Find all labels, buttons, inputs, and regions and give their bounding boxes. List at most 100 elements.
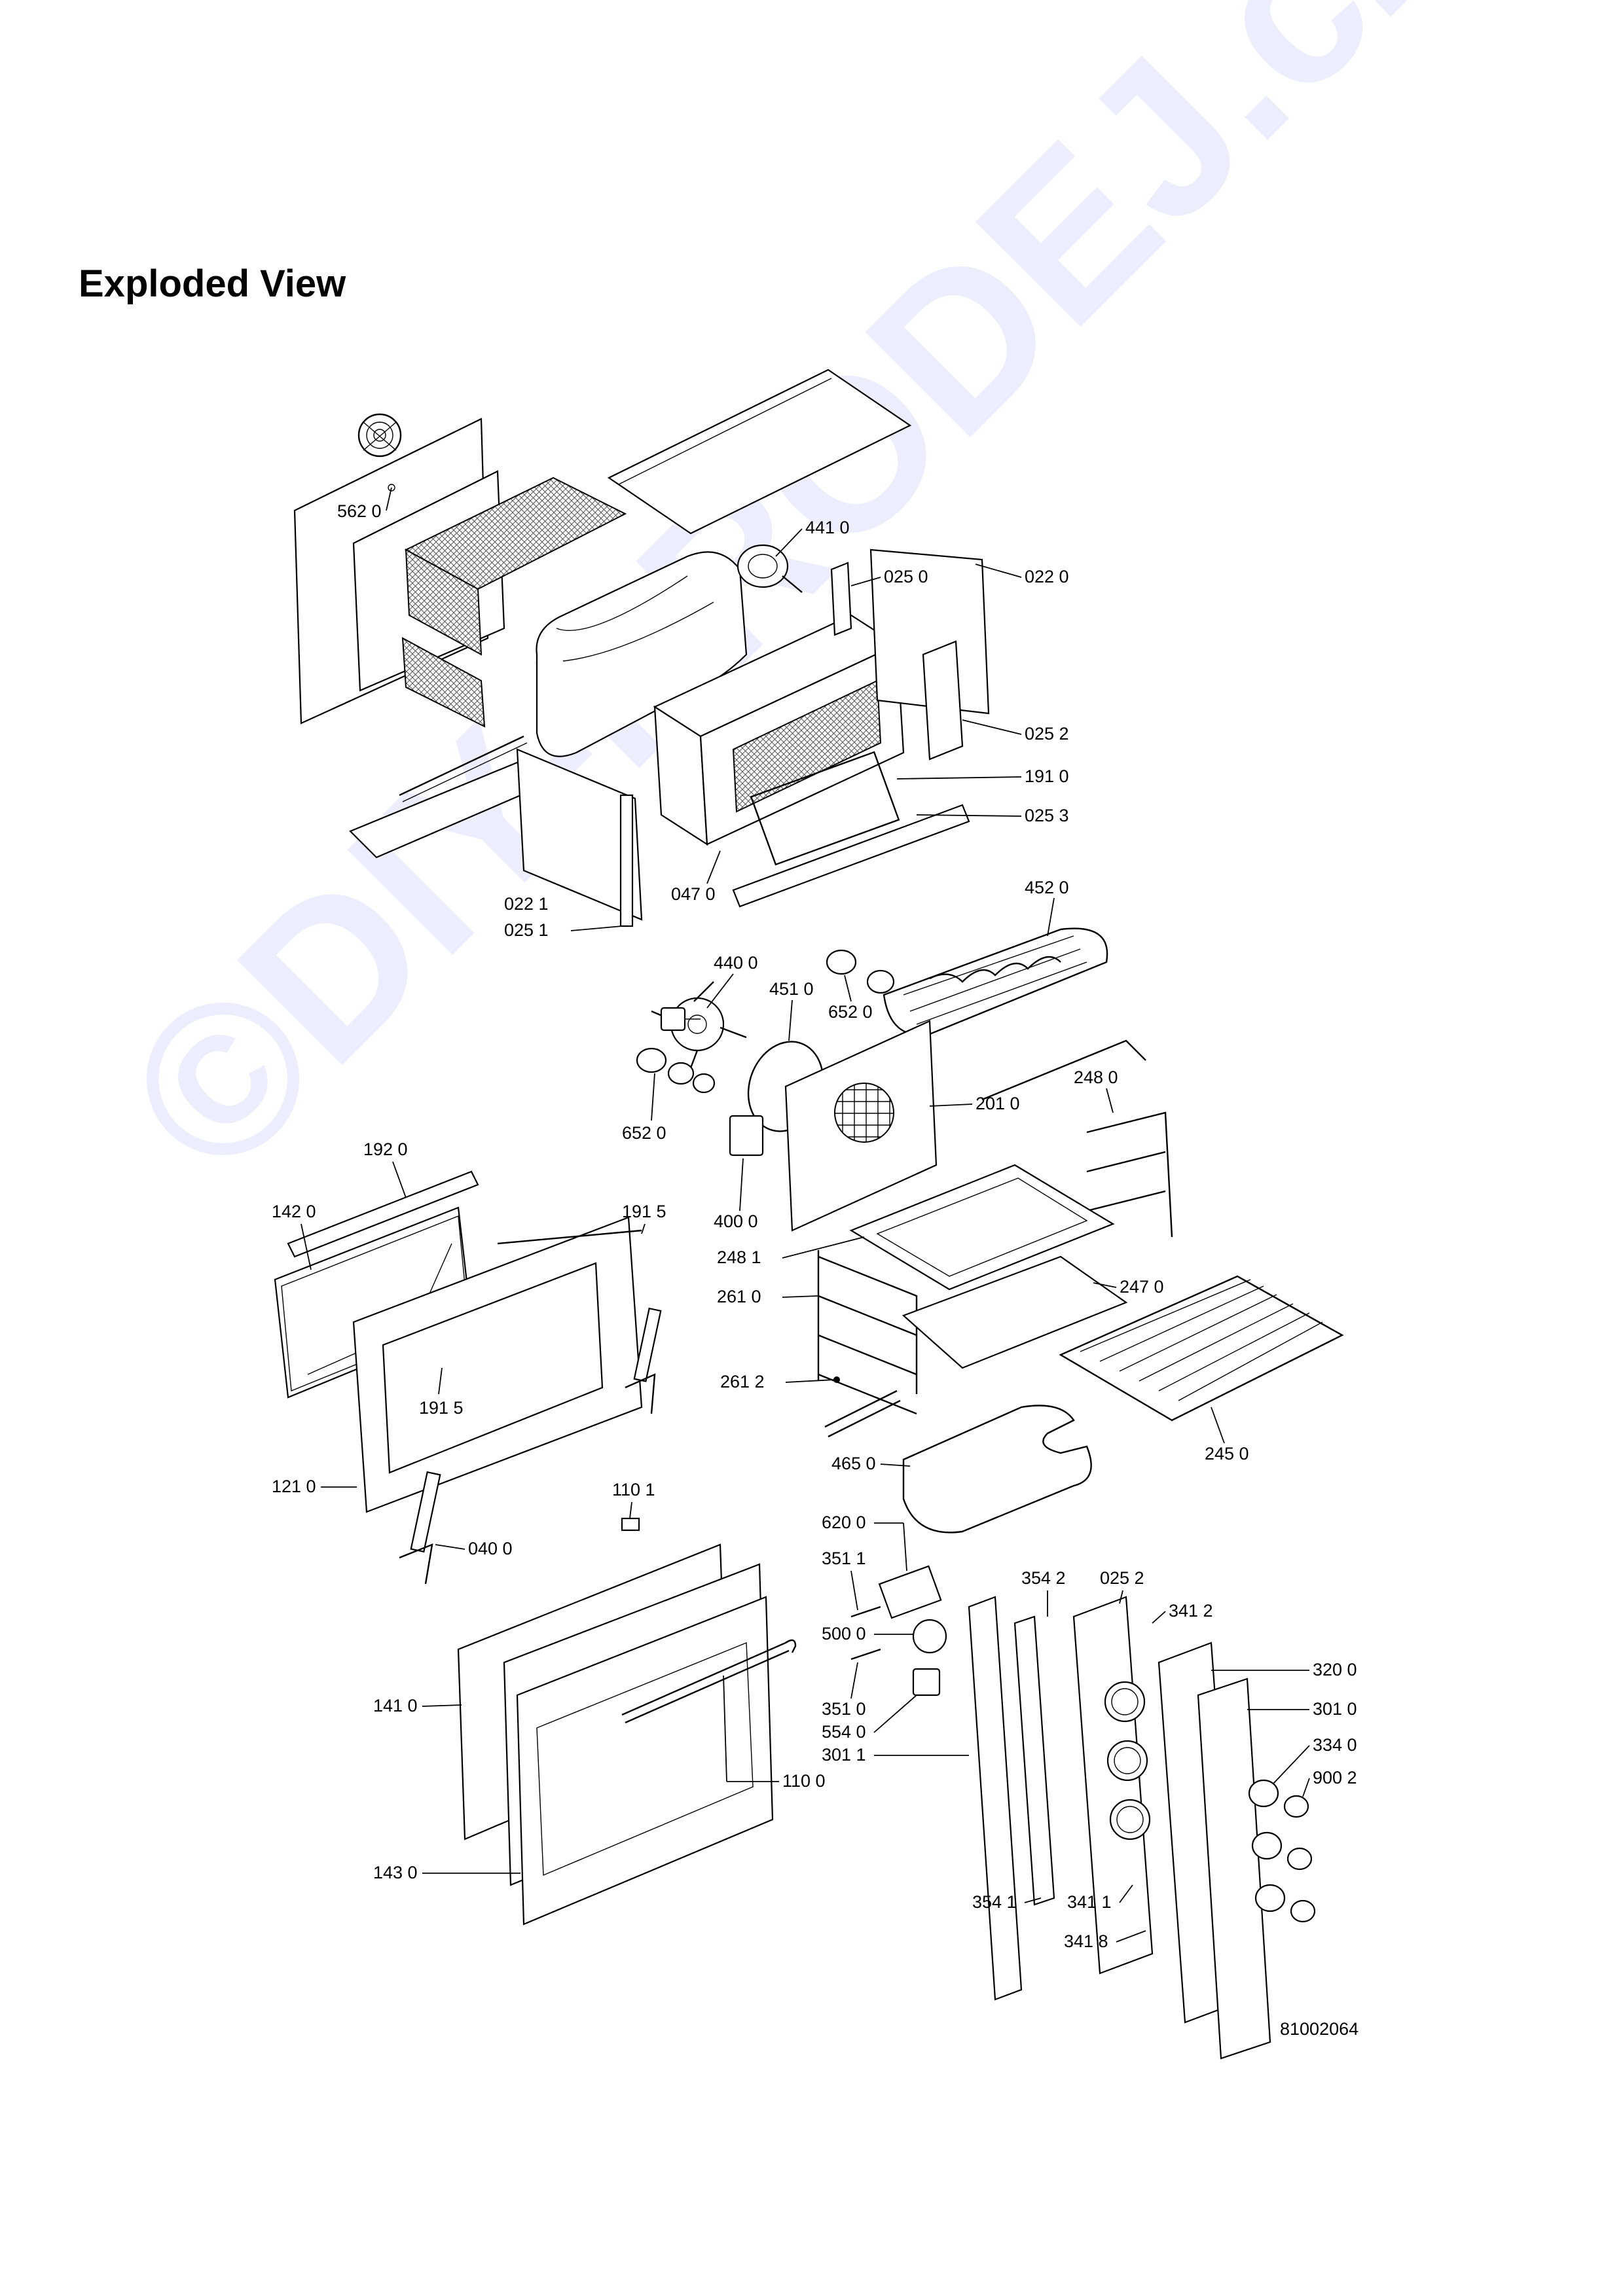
side-rack-left (817, 1250, 918, 1415)
control-ring-icon (1104, 1681, 1151, 1840)
callout-261-2: 261 2 (720, 1372, 765, 1391)
fan-motor-icon (737, 544, 803, 593)
callout-142-0: 142 0 (272, 1202, 316, 1221)
side-rail-025-1 (619, 794, 634, 927)
cavity-insulation-wrap (536, 551, 748, 757)
callout-320-0: 320 0 (1313, 1660, 1357, 1679)
callout-025-3: 025 3 (1025, 806, 1069, 825)
callout-022-0: 022 0 (1025, 567, 1069, 586)
screw-351-0 (850, 1648, 881, 1660)
callout-652-0-left: 652 0 (622, 1123, 666, 1143)
callout-500-0: 500 0 (822, 1624, 866, 1643)
callout-025-2-top: 025 2 (1025, 724, 1069, 744)
side-bracket-strip (922, 640, 964, 761)
callout-301-0: 301 0 (1313, 1699, 1357, 1719)
thermostat-500-icon (912, 1619, 947, 1654)
control-panel-assembly (850, 1565, 1316, 2060)
bracket-025-0 (830, 562, 852, 636)
callout-900-2: 900 2 (1313, 1768, 1357, 1787)
bracket-354-1 (1013, 1615, 1055, 1906)
callout-341-8: 341 8 (1064, 1931, 1108, 1951)
callout-110-1: 110 1 (612, 1480, 655, 1499)
oven-cavity-assembly (293, 368, 990, 927)
door-seal-ring (750, 751, 900, 866)
callout-245-0: 245 0 (1205, 1444, 1249, 1463)
callout-261-0: 261 0 (717, 1287, 761, 1306)
callout-121-0: 121 0 (272, 1477, 316, 1496)
callout-451-0: 451 0 (769, 979, 814, 999)
bottom-element-icon (902, 1405, 1092, 1534)
callout-025-0: 025 0 (884, 567, 928, 586)
base-plate-left (349, 761, 545, 859)
side-panel-right (869, 548, 990, 715)
callout-301-1: 301 1 (822, 1745, 866, 1765)
top-cover-panel (607, 368, 912, 535)
handle-bracket-110-1 (621, 1517, 640, 1532)
callout-191-0: 191 0 (1025, 766, 1069, 786)
relay-400-icon (729, 1115, 764, 1157)
bracket-354-2 (968, 1596, 1023, 2001)
outer-door-143 (516, 1596, 774, 1926)
outer-door-assembly (457, 1517, 797, 1926)
callout-400-0: 400 0 (714, 1211, 758, 1231)
callout-341-2: 341 2 (1169, 1601, 1213, 1621)
callout-562-0: 562 0 (337, 501, 382, 521)
page-title: Exploded View (79, 262, 346, 305)
inner-door-assembly (274, 1170, 662, 1585)
heating-and-rack-assembly (636, 927, 1344, 1534)
lower-side-panel (516, 748, 643, 921)
control-knob-icon (1248, 1779, 1316, 1923)
callout-191-5-top: 191 5 (622, 1202, 666, 1221)
control-fascia-301 (1197, 1677, 1271, 2060)
callout-554-0: 554 0 (822, 1722, 866, 1742)
side-rack-right (981, 1039, 1173, 1238)
fan-cover-grille-icon (834, 1083, 894, 1143)
callout-047-0: 047 0 (671, 884, 716, 904)
knob-icon (636, 949, 895, 1094)
callout-452-0: 452 0 (1025, 878, 1069, 897)
callout-201-0: 201 0 (976, 1094, 1020, 1113)
callout-441-0: 441 0 (805, 518, 850, 537)
callout-110-0: 110 0 (782, 1771, 826, 1791)
grill-element-icon (883, 927, 1108, 1036)
callout-620-0: 620 0 (822, 1513, 866, 1532)
callout-040-0: 040 0 (468, 1539, 513, 1558)
cavity-door-glass (732, 679, 882, 813)
drip-tray-icon (849, 1164, 1115, 1291)
insulation-hood-side (405, 548, 483, 656)
callout-465-0: 465 0 (831, 1454, 876, 1473)
door-handle-icon (621, 1639, 797, 1716)
callout-025-1: 025 1 (504, 920, 549, 940)
callout-440-0: 440 0 (714, 953, 758, 973)
control-frame-341-1 (1072, 1596, 1154, 1975)
callout-351-1: 351 1 (822, 1549, 866, 1568)
callout-652-0-right: 652 0 (828, 1002, 873, 1022)
callout-191-5-inner: 191 5 (419, 1398, 464, 1418)
callout-192-0: 192 0 (363, 1139, 408, 1159)
callout-141-0: 141 0 (373, 1696, 418, 1715)
callout-022-1: 022 1 (504, 894, 549, 914)
callout-354-1: 354 1 (972, 1892, 1017, 1912)
thermostat-switch-icon (660, 1007, 701, 1031)
fan-grille-icon (357, 413, 402, 457)
callout-248-0: 248 0 (1074, 1067, 1118, 1087)
callout-334-0: 334 0 (1313, 1735, 1357, 1755)
switch-554-icon (912, 1668, 941, 1696)
callout-341-1: 341 1 (1067, 1892, 1112, 1912)
callout-025-2-bottom: 025 2 (1100, 1568, 1144, 1588)
front-bottom-rail (732, 804, 970, 908)
glass-holder-strip (287, 1170, 479, 1258)
drawing-number: 81002064 (1280, 2019, 1359, 2039)
wire-shelf-icon (1059, 1275, 1344, 1422)
insulation-bottom (401, 637, 486, 728)
callout-247-0: 247 0 (1120, 1277, 1164, 1297)
timer-620-icon (878, 1565, 942, 1619)
callout-248-1: 248 1 (717, 1247, 761, 1267)
callout-351-0: 351 0 (822, 1699, 866, 1719)
door-hinge-icon (399, 1307, 662, 1585)
callout-labels: 562 0 441 0 025 0 022 0 025 2 191 0 025 … (272, 487, 1357, 1951)
callout-143-0: 143 0 (373, 1863, 418, 1882)
door-inner-opening (382, 1262, 604, 1474)
screw-351-1 (850, 1605, 881, 1618)
